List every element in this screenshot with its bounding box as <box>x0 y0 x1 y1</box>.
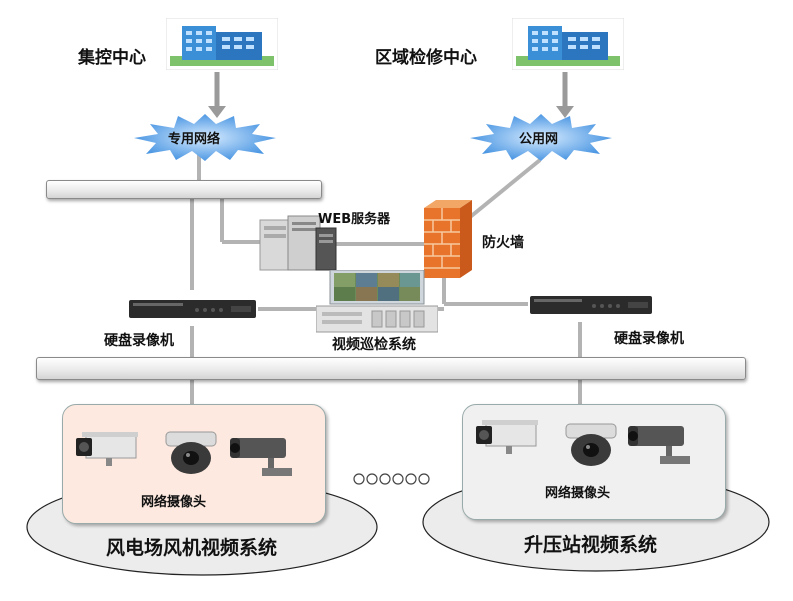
right-platform-label: 升压站视频系统 <box>524 534 658 556</box>
left-platform-label: 风电场风机视频系统 <box>106 537 278 559</box>
firewall-label: 防火墙 <box>482 235 524 251</box>
ellipsis-dots-icon <box>353 473 430 485</box>
regional-center-label: 区域检修中心 <box>375 48 477 68</box>
left-camera-label: 网络摄像头 <box>141 495 207 510</box>
control-center-building-icon <box>166 18 278 70</box>
nvr-right-icon <box>528 288 654 322</box>
box-camera-icon <box>230 438 292 476</box>
box-camera-icon <box>628 426 690 464</box>
right-camera-label: 网络摄像头 <box>545 486 611 501</box>
public-network-label: 公用网 <box>519 132 559 147</box>
nvr-right-label: 硬盘录像机 <box>614 331 684 347</box>
bottom-network-switch-bar <box>36 357 746 380</box>
public-network-burst-icon <box>470 114 612 161</box>
private-network-label: 专用网络 <box>168 132 221 147</box>
firewall-icon <box>424 200 472 278</box>
top-network-switch-bar <box>46 180 322 199</box>
dome-camera-icon <box>165 431 217 474</box>
private-network-burst-icon <box>134 114 276 161</box>
nvr-left-label: 硬盘录像机 <box>104 333 174 349</box>
bullet-camera-icon <box>476 420 538 454</box>
nvr-left-icon <box>127 292 258 326</box>
web-server-icon <box>259 215 337 271</box>
video-patrol-workstation-icon <box>316 270 438 333</box>
video-patrol-label: 视频巡检系统 <box>332 337 416 353</box>
web-server-label: WEB服务器 <box>318 212 391 227</box>
bullet-camera-icon <box>76 432 138 466</box>
regional-center-building-icon <box>512 18 624 70</box>
dome-camera-icon <box>565 423 617 466</box>
control-center-label: 集控中心 <box>78 48 146 68</box>
